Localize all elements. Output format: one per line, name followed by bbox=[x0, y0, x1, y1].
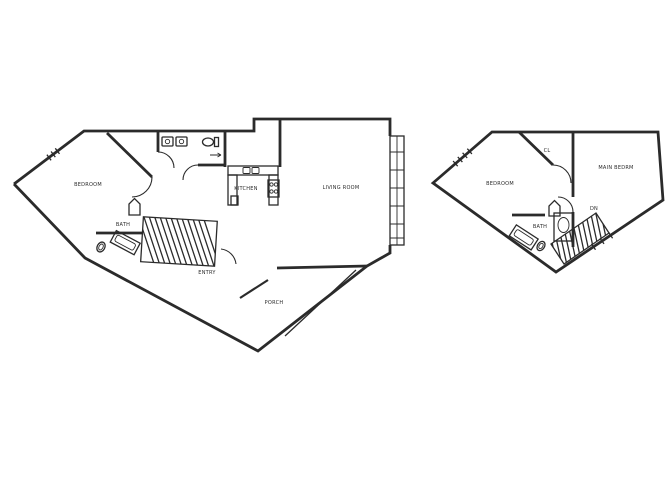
label-bedroom-second-floor: BEDROOM bbox=[486, 181, 514, 187]
label-porch: PORCH bbox=[265, 300, 284, 306]
tub-icon bbox=[109, 229, 142, 256]
label-bath-first-floor: BATH bbox=[116, 222, 130, 228]
kitchen-counter bbox=[227, 165, 279, 206]
door-swing-icon bbox=[220, 248, 237, 265]
toilet-icon bbox=[536, 240, 546, 252]
label-closet: CL bbox=[544, 148, 551, 154]
stairs-icon bbox=[550, 212, 610, 265]
door-arrow-icon bbox=[210, 152, 222, 158]
door-icon bbox=[548, 199, 561, 217]
door-swing-icon bbox=[182, 164, 199, 181]
label-stairs-down: DN bbox=[590, 206, 598, 212]
door-swing-icon bbox=[552, 164, 572, 184]
porch-railing bbox=[239, 279, 269, 299]
bay-window-icon bbox=[389, 135, 405, 246]
first-floor-outer-walls bbox=[12, 117, 392, 353]
door-icon bbox=[128, 197, 141, 216]
second-floor-outer-walls bbox=[430, 130, 665, 274]
tub-icon bbox=[508, 223, 540, 251]
door-swing-icon bbox=[131, 176, 153, 198]
dryer-icon bbox=[175, 136, 188, 147]
sink-icon bbox=[242, 167, 260, 174]
label-entry: ENTRY bbox=[198, 270, 216, 276]
sink-vanity-icon bbox=[553, 212, 574, 242]
stove-icon bbox=[267, 179, 280, 198]
door-swing-icon bbox=[557, 196, 574, 213]
porch-step-line bbox=[284, 269, 357, 337]
label-main-bedroom: MAIN BEDRM bbox=[598, 165, 633, 171]
first-floor-interior-walls bbox=[96, 119, 368, 270]
label-bedroom-first-floor: BEDROOM bbox=[74, 182, 102, 188]
toilet-icon bbox=[201, 136, 220, 148]
stairs-icon bbox=[139, 216, 218, 267]
second-floor-plan: BEDROOM CL MAIN BEDRM BATH DN bbox=[430, 130, 665, 274]
label-living-room: LIVING ROOM bbox=[323, 185, 360, 191]
window-icon bbox=[46, 147, 61, 161]
label-bath-second-floor: BATH bbox=[533, 224, 547, 230]
door-swing-icon bbox=[157, 151, 175, 169]
toilet-icon bbox=[96, 241, 106, 253]
washer-icon bbox=[161, 136, 174, 147]
window-icon bbox=[452, 148, 473, 167]
label-kitchen: KITCHEN bbox=[234, 186, 257, 192]
first-floor-plan: BEDROOM KITCHEN LIVING ROOM BATH ENTRY P… bbox=[12, 117, 405, 353]
